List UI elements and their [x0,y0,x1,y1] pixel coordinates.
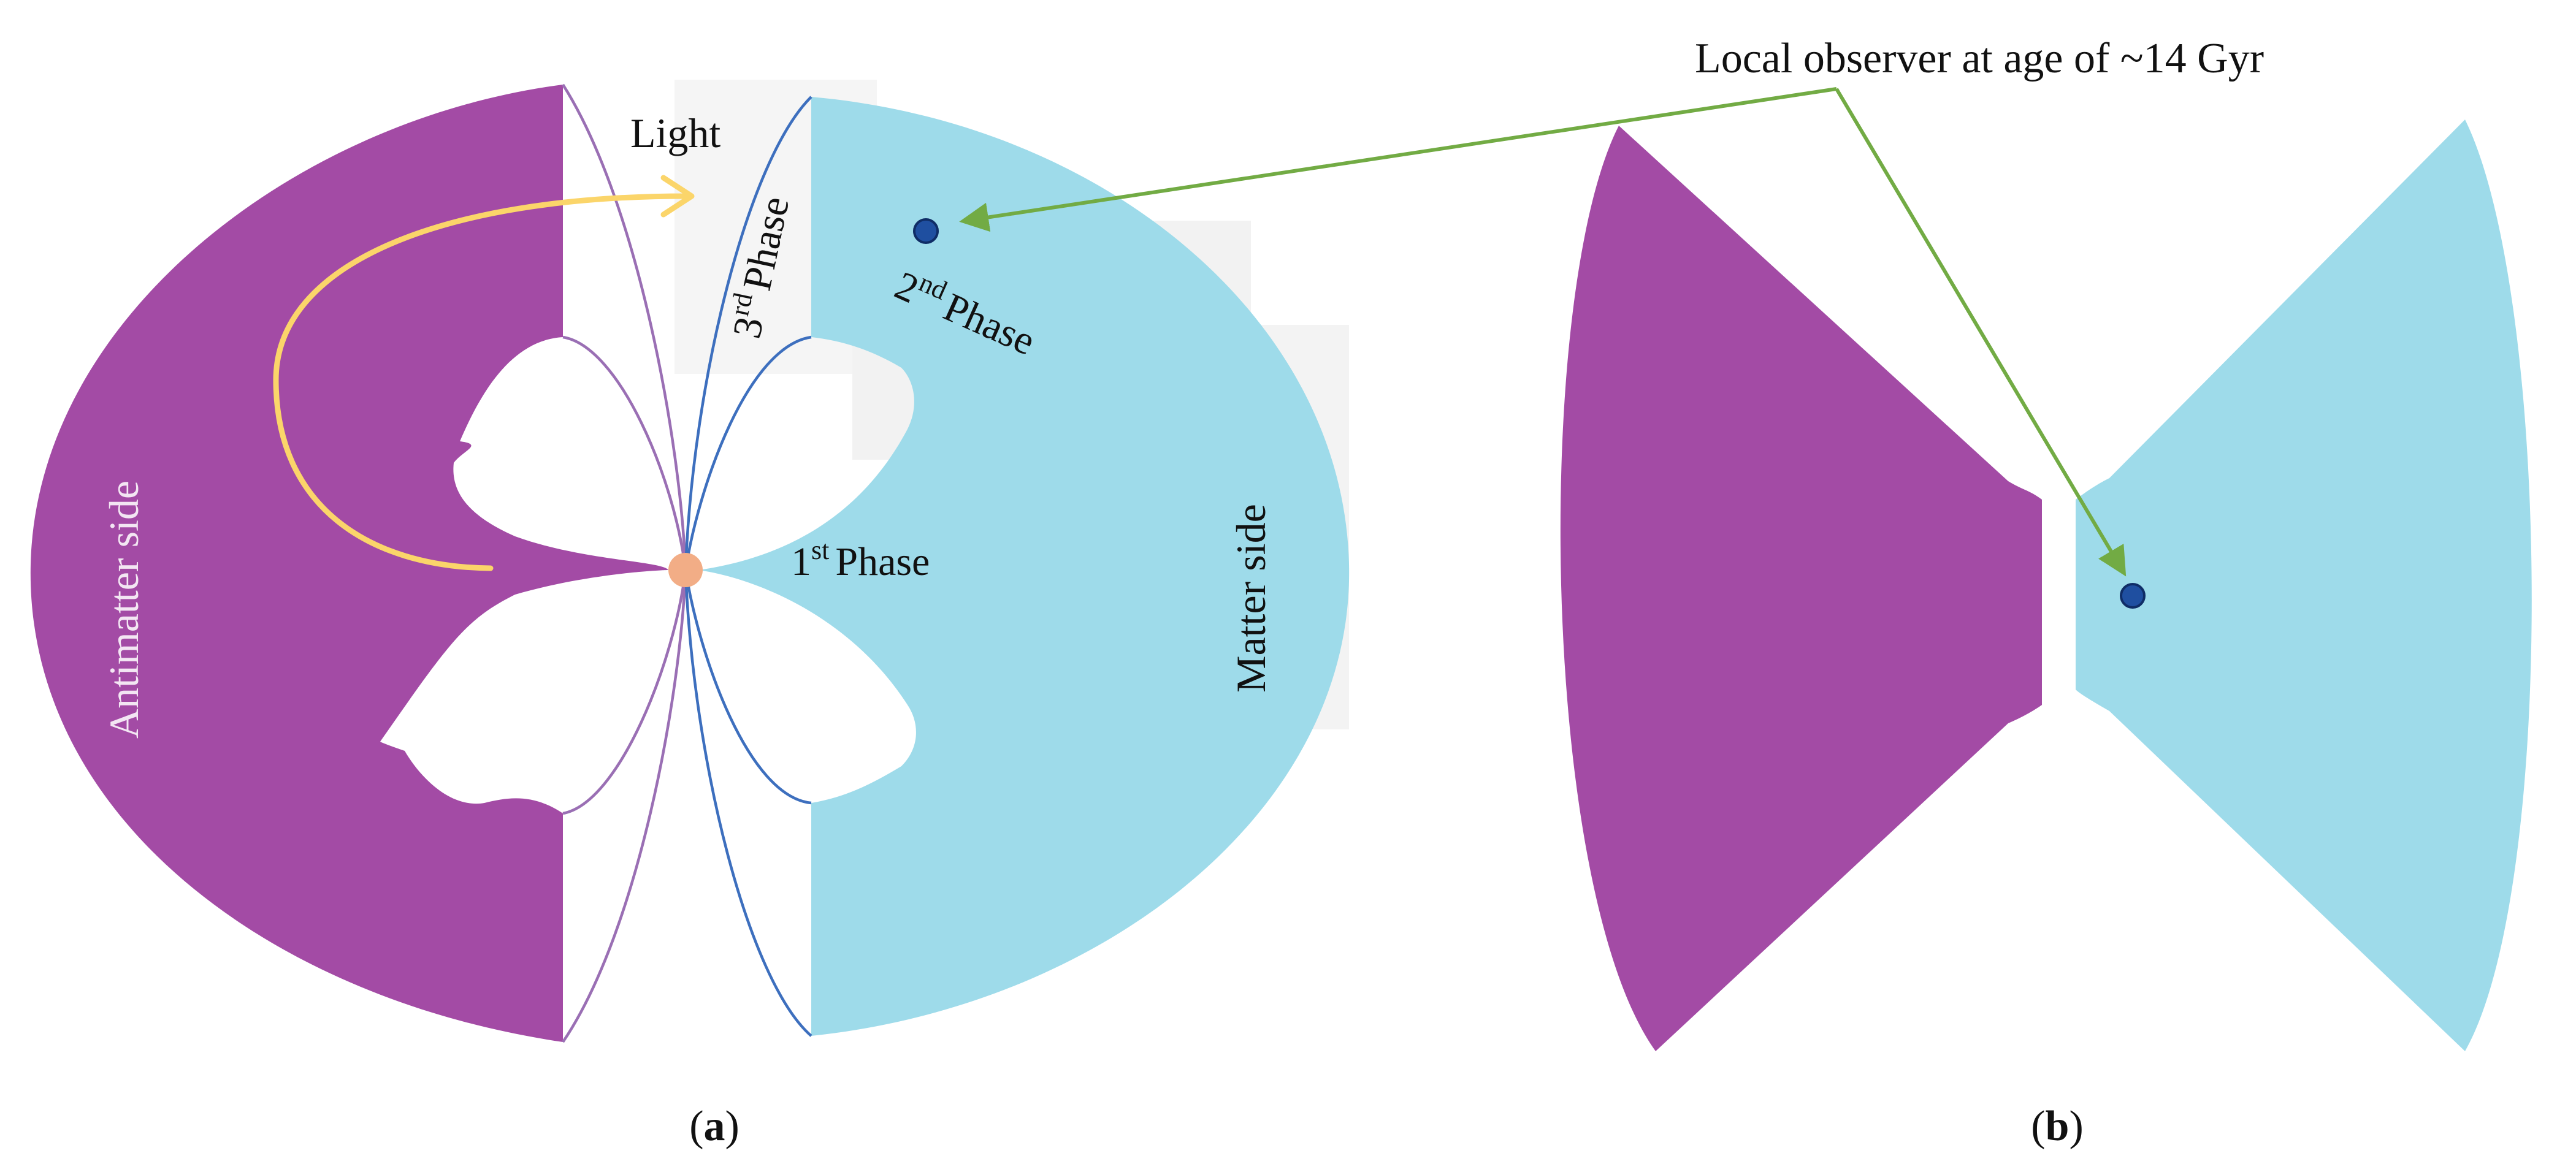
observer-dot-icon [2120,583,2146,609]
matter-cone [2076,120,2532,1051]
panel-b-caption: (b) [2031,1103,2084,1150]
panel-a-letter: a [704,1103,725,1150]
observer-annotation: Local observer at age of ~14 Gyr [959,35,2264,577]
matter-region [699,97,1350,1036]
observer-arrow-to-panel-b [1835,88,2127,577]
panel-a-open: ( [689,1103,703,1150]
panel-b-letter: b [2046,1103,2070,1150]
matter-side-label: Matter side [1228,504,1274,693]
observer-arrow-to-panel-a [959,87,1837,232]
antimatter-side-label: Antimatter side [101,481,147,739]
light-label: Light [630,110,720,156]
panel-b-close: ) [2069,1103,2083,1150]
first-phase-number: 1 [791,539,811,584]
observer-label: Local observer at age of ~14 Gyr [1695,35,2264,82]
origin-dot-icon [668,553,703,587]
panel-a-caption: (a) [689,1103,740,1150]
antimatter-cone [1560,126,2042,1051]
panel-b: (b) [1560,120,2532,1150]
panel-b-open: ( [2031,1103,2045,1150]
observer-dot-icon [913,218,939,244]
light-arrow [273,175,695,571]
first-phase-word: Phase [835,539,930,584]
antimatter-region [30,85,669,1042]
panel-a-close: ) [725,1103,740,1150]
first-phase-superscript: st [811,535,829,565]
